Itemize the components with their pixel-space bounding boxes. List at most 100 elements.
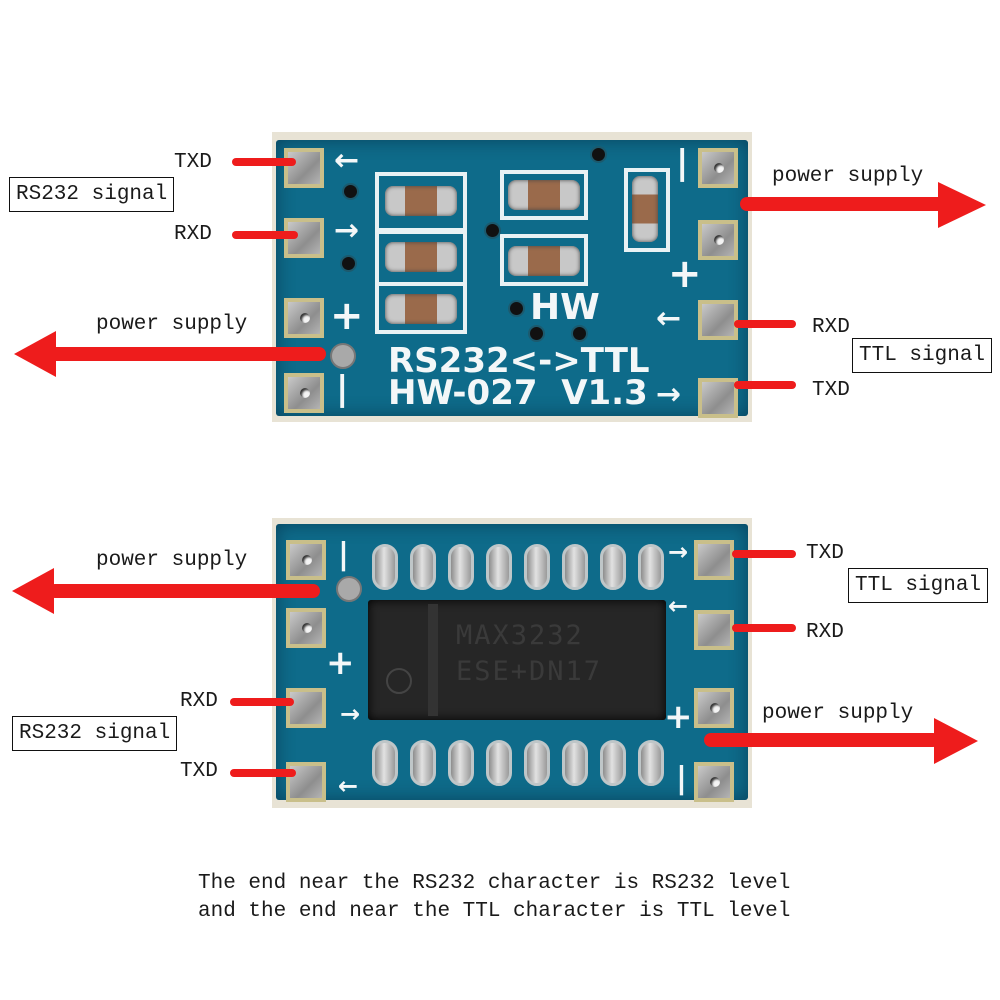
label-power-right: power supply — [772, 165, 924, 188]
pad-vcc-right — [694, 688, 734, 728]
ic-pin — [600, 740, 626, 786]
capacitor — [385, 294, 457, 324]
plus-silk: + — [668, 251, 702, 297]
capacitor — [385, 186, 457, 216]
power-arrow-left-icon — [12, 568, 54, 614]
pad-ttl-rxd — [698, 300, 738, 340]
caption-line-1: The end near the RS232 character is RS23… — [198, 872, 791, 895]
via — [340, 255, 357, 272]
ic-pin — [372, 544, 398, 590]
arrow-left-silk: ← — [334, 143, 360, 178]
arrow-right-silk: → — [668, 538, 689, 566]
arrow-right-silk: → — [334, 213, 360, 248]
pad-vcc-left — [286, 540, 326, 580]
pad-gnd-right — [694, 762, 734, 802]
power-arrow-shaft — [48, 347, 326, 361]
via — [484, 222, 501, 239]
capacitor — [508, 246, 580, 276]
power-arrow-shaft — [740, 197, 952, 211]
power-arrow-right-icon — [934, 718, 978, 764]
pad-rs232-txd — [286, 762, 326, 802]
label-txd-right: TXD — [806, 542, 844, 565]
cap-frame — [375, 282, 467, 334]
plus-silk: + — [326, 643, 355, 683]
ic-pin — [638, 740, 664, 786]
cap-frame — [375, 172, 467, 234]
via — [342, 183, 359, 200]
label-power-left: power supply — [96, 313, 248, 336]
minus-silk: | — [338, 537, 349, 572]
ic-notch-band — [428, 604, 438, 716]
pad-vcc-right-2 — [698, 220, 738, 260]
via — [528, 325, 545, 342]
board-title-silk: RS232<->TTL — [388, 341, 650, 381]
ic-pin — [638, 544, 664, 590]
mounting-hole — [330, 343, 356, 369]
pad-ttl-txd — [698, 378, 738, 418]
pointer-line — [230, 698, 294, 706]
capacitor — [385, 242, 457, 272]
power-arrow-shaft — [48, 584, 320, 598]
rs232-signal-label: RS232 signal — [9, 177, 175, 213]
power-arrow-shaft — [704, 733, 940, 747]
ic-chip — [368, 600, 666, 720]
pin1-marker-icon — [386, 668, 412, 694]
ic-pin — [448, 740, 474, 786]
pad-rs232-txd — [284, 148, 324, 188]
chip-lot-code: ESE+DN17 — [456, 656, 603, 687]
ic-pin — [410, 544, 436, 590]
label-power-left: power supply — [96, 549, 248, 572]
cap-frame — [500, 170, 588, 220]
arrow-right-silk: → — [340, 700, 361, 728]
ic-pin — [448, 544, 474, 590]
pointer-line — [734, 381, 796, 389]
ic-pin — [486, 740, 512, 786]
pointer-line — [230, 769, 296, 777]
power-arrow-right-icon — [938, 182, 986, 228]
pad-gnd-left — [284, 373, 324, 413]
label-txd-left: TXD — [174, 151, 212, 174]
ttl-signal-label: TTL signal — [852, 338, 993, 374]
brand-silk: HW — [530, 287, 600, 328]
pointer-line — [232, 231, 298, 239]
ic-pin — [372, 740, 398, 786]
ic-pin — [524, 544, 550, 590]
ic-pin — [600, 544, 626, 590]
ic-pin — [562, 544, 588, 590]
rs232-signal-label: RS232 signal — [12, 716, 178, 752]
label-rxd-right: RXD — [806, 621, 844, 644]
pad-vcc-right-1 — [698, 148, 738, 188]
arrow-right-silk: → — [656, 377, 682, 412]
cap-frame — [624, 168, 670, 252]
ic-pin — [524, 740, 550, 786]
minus-silk: | — [676, 143, 689, 183]
capacitor — [508, 180, 580, 210]
capacitor — [632, 176, 658, 242]
minus-silk: | — [336, 369, 349, 409]
via — [508, 300, 525, 317]
ic-pin — [486, 544, 512, 590]
power-arrow-left-icon — [14, 331, 56, 377]
ttl-signal-label: TTL signal — [848, 568, 989, 604]
pad-rs232-rxd — [284, 218, 324, 258]
ic-pin — [562, 740, 588, 786]
cap-frame — [500, 234, 588, 286]
minus-silk: | — [676, 761, 687, 796]
arrow-left-silk: ← — [668, 592, 689, 620]
via — [571, 325, 588, 342]
label-power-right: power supply — [762, 702, 914, 725]
label-txd-right: TXD — [812, 379, 850, 402]
pad-gnd-left — [286, 608, 326, 648]
label-rxd-left: RXD — [180, 690, 218, 713]
plus-silk: + — [330, 293, 364, 339]
ic-pin — [410, 740, 436, 786]
pad-rs232-rxd — [286, 688, 326, 728]
via — [590, 146, 607, 163]
board-model-silk: HW-027 V1.3 — [388, 373, 648, 413]
pad-vcc-left — [284, 298, 324, 338]
pointer-line — [232, 158, 296, 166]
pad-ttl-txd — [694, 540, 734, 580]
caption-line-2: and the end near the TTL character is TT… — [198, 900, 791, 923]
label-rxd-left: RXD — [174, 223, 212, 246]
chip-part-number: MAX3232 — [456, 620, 584, 651]
